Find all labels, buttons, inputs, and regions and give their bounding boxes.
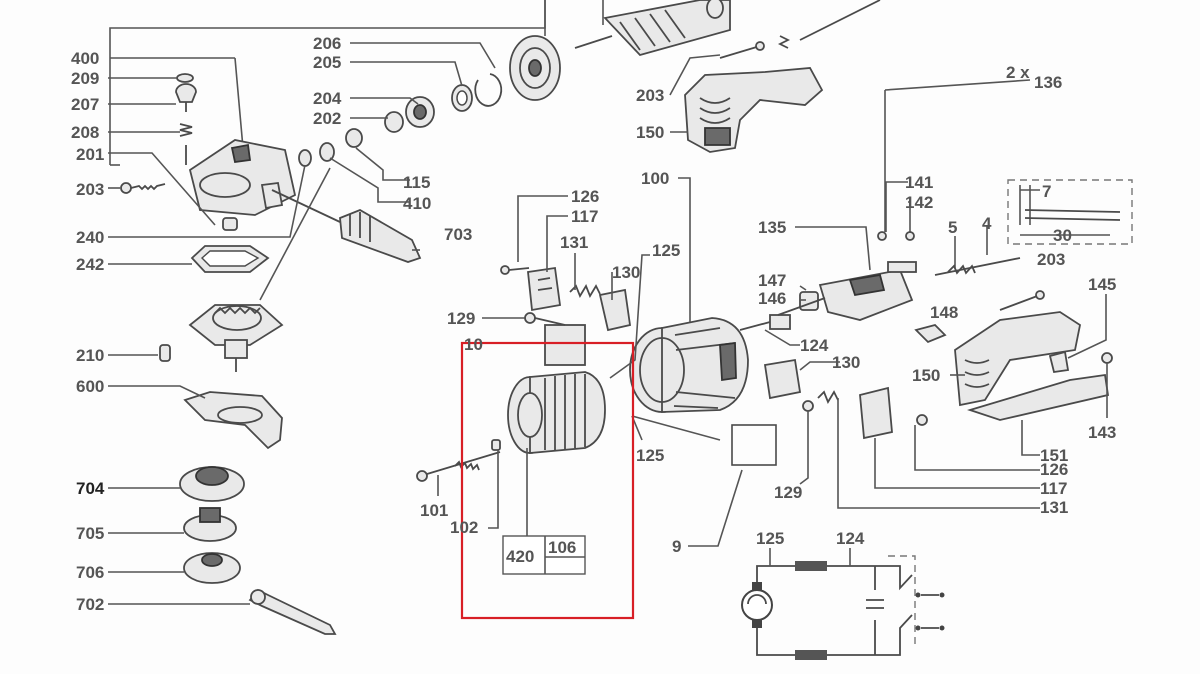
part-number-table [502,448,586,575]
label-240: 240 [76,228,104,247]
label-125-mid: 125 [636,446,664,465]
label-125-schematic: 125 [756,529,784,548]
label-30: 30 [1053,226,1072,245]
label-131-right: 131 [1040,498,1068,517]
label-115: 115 [403,173,430,192]
gear-head-housing [188,139,297,216]
spanner-wrench [248,588,337,635]
leaders-middle [437,177,691,529]
armature-part [574,0,731,57]
label-141: 141 [905,173,933,192]
label-150-right: 150 [912,366,940,385]
label-106: 106 [548,538,576,557]
label-4: 4 [982,214,992,233]
long-screw [416,415,721,482]
rear-handle-top [669,0,881,153]
field-coil [507,371,606,454]
gasket-parts [190,217,270,273]
label-142: 142 [905,193,933,212]
gear-part [509,0,561,101]
label-102: 102 [450,518,478,537]
brush-holder-left [500,265,632,366]
bearing-flange [159,304,284,372]
label-129-left: 129 [447,309,475,328]
label-209: 209 [71,69,99,88]
label-207: 207 [71,95,99,114]
label-10: 10 [464,335,483,354]
label-117-top: 117 [571,207,598,226]
label-702: 702 [76,595,104,614]
label-204: 204 [313,89,342,108]
label-101: 101 [420,501,448,520]
label-705: 705 [76,524,104,543]
label-130-top: 130 [612,263,640,282]
bearings [298,96,435,167]
label-5: 5 [948,218,957,237]
brush-holder-right [688,358,1040,547]
label-136: 136 [1034,73,1062,92]
label-124-mid: 124 [800,336,829,355]
label-201: 201 [76,145,104,164]
label-100: 100 [641,169,669,188]
label-704: 704 [76,479,105,498]
motor-housing [629,317,749,413]
label-703: 703 [444,225,472,244]
label-208: 208 [71,123,99,142]
left-bracket [109,0,546,166]
spindle-lock-parts [175,73,197,165]
label-203-top: 203 [636,86,664,105]
label-124-schematic: 124 [836,529,865,548]
label-151: 151 [1040,446,1068,465]
label-131-top: 131 [560,233,588,252]
label-400: 400 [71,49,99,68]
label-706: 706 [76,563,104,582]
label-135: 135 [758,218,786,237]
circlips [451,73,503,112]
part-labels: 400 209 207 208 201 203 240 242 210 600 … [71,34,1116,614]
label-202: 202 [313,109,341,128]
label-2x: 2 x [1006,63,1030,82]
label-410: 410 [403,194,431,213]
label-125-top: 125 [652,241,680,260]
label-126-right: 126 [1040,460,1068,479]
label-205: 205 [313,53,341,72]
label-143: 143 [1088,423,1116,442]
label-420: 420 [506,547,534,566]
label-600: 600 [76,377,104,396]
clamp-nuts [179,466,245,584]
label-7: 7 [1042,182,1051,201]
rear-handle-right [950,290,1113,456]
switch-assembly [739,79,1031,346]
label-150-top: 150 [636,123,664,142]
leaders-left [108,42,496,605]
wheel-guard [183,391,283,450]
side-handle [271,189,422,263]
screw-203-left [120,182,166,194]
label-126-top: 126 [571,187,599,206]
label-242: 242 [76,255,104,274]
label-130-mid: 130 [832,353,860,372]
wiring-schematic [741,548,945,660]
highlight-box [460,341,635,620]
label-146: 146 [758,289,786,308]
label-9: 9 [672,537,681,556]
label-147: 147 [758,271,786,290]
label-117-right: 117 [1040,479,1067,498]
label-129-right: 129 [774,483,802,502]
label-206: 206 [313,34,341,53]
label-203-left: 203 [76,180,104,199]
label-210: 210 [76,346,104,365]
cable-detail-box [1007,179,1133,245]
label-203-right: 203 [1037,250,1065,269]
label-148: 148 [930,303,958,322]
label-145: 145 [1088,275,1116,294]
